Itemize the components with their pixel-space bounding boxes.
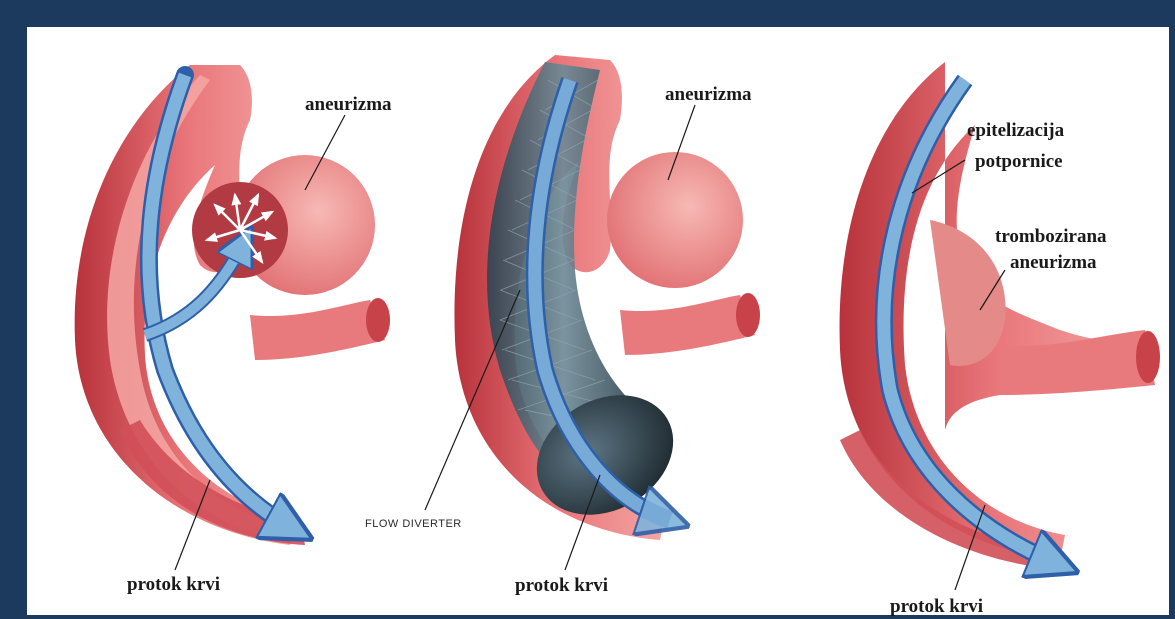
panel-2-aneurysm-label: aneurizma (665, 84, 752, 105)
panel-2-device-label: FLOW DIVERTER (365, 518, 462, 530)
panel-3-endothelial-label-2: potpornice (975, 151, 1063, 172)
panel-1-flow-label: protok krvi (127, 574, 220, 595)
panel-3-flow-label: protok krvi (890, 596, 983, 617)
panel-1-aneurysm-label: aneurizma (305, 94, 392, 115)
panel-3-thrombosed-label-2: aneurizma (1010, 252, 1097, 273)
panel-2-branch-vessel (620, 295, 755, 355)
panel-3-endothelial-label-1: epitelizacija (967, 120, 1065, 141)
panel-3-thrombosed: epitelizacija potpornice trombozirana an… (840, 62, 1160, 617)
panel-3-thrombosed-label-1: trombozirana (995, 226, 1107, 247)
panel-1-aneurysm-flow: aneurizma protok krvi (75, 65, 392, 595)
panel-2-flow-label: protok krvi (515, 575, 608, 596)
panel-2-aneurysm-sac (607, 152, 743, 288)
panel-2-flow-diverter: aneurizma FLOW DIVERTER protok krvi (365, 55, 760, 596)
panel-1-branch-vessel (250, 300, 385, 360)
